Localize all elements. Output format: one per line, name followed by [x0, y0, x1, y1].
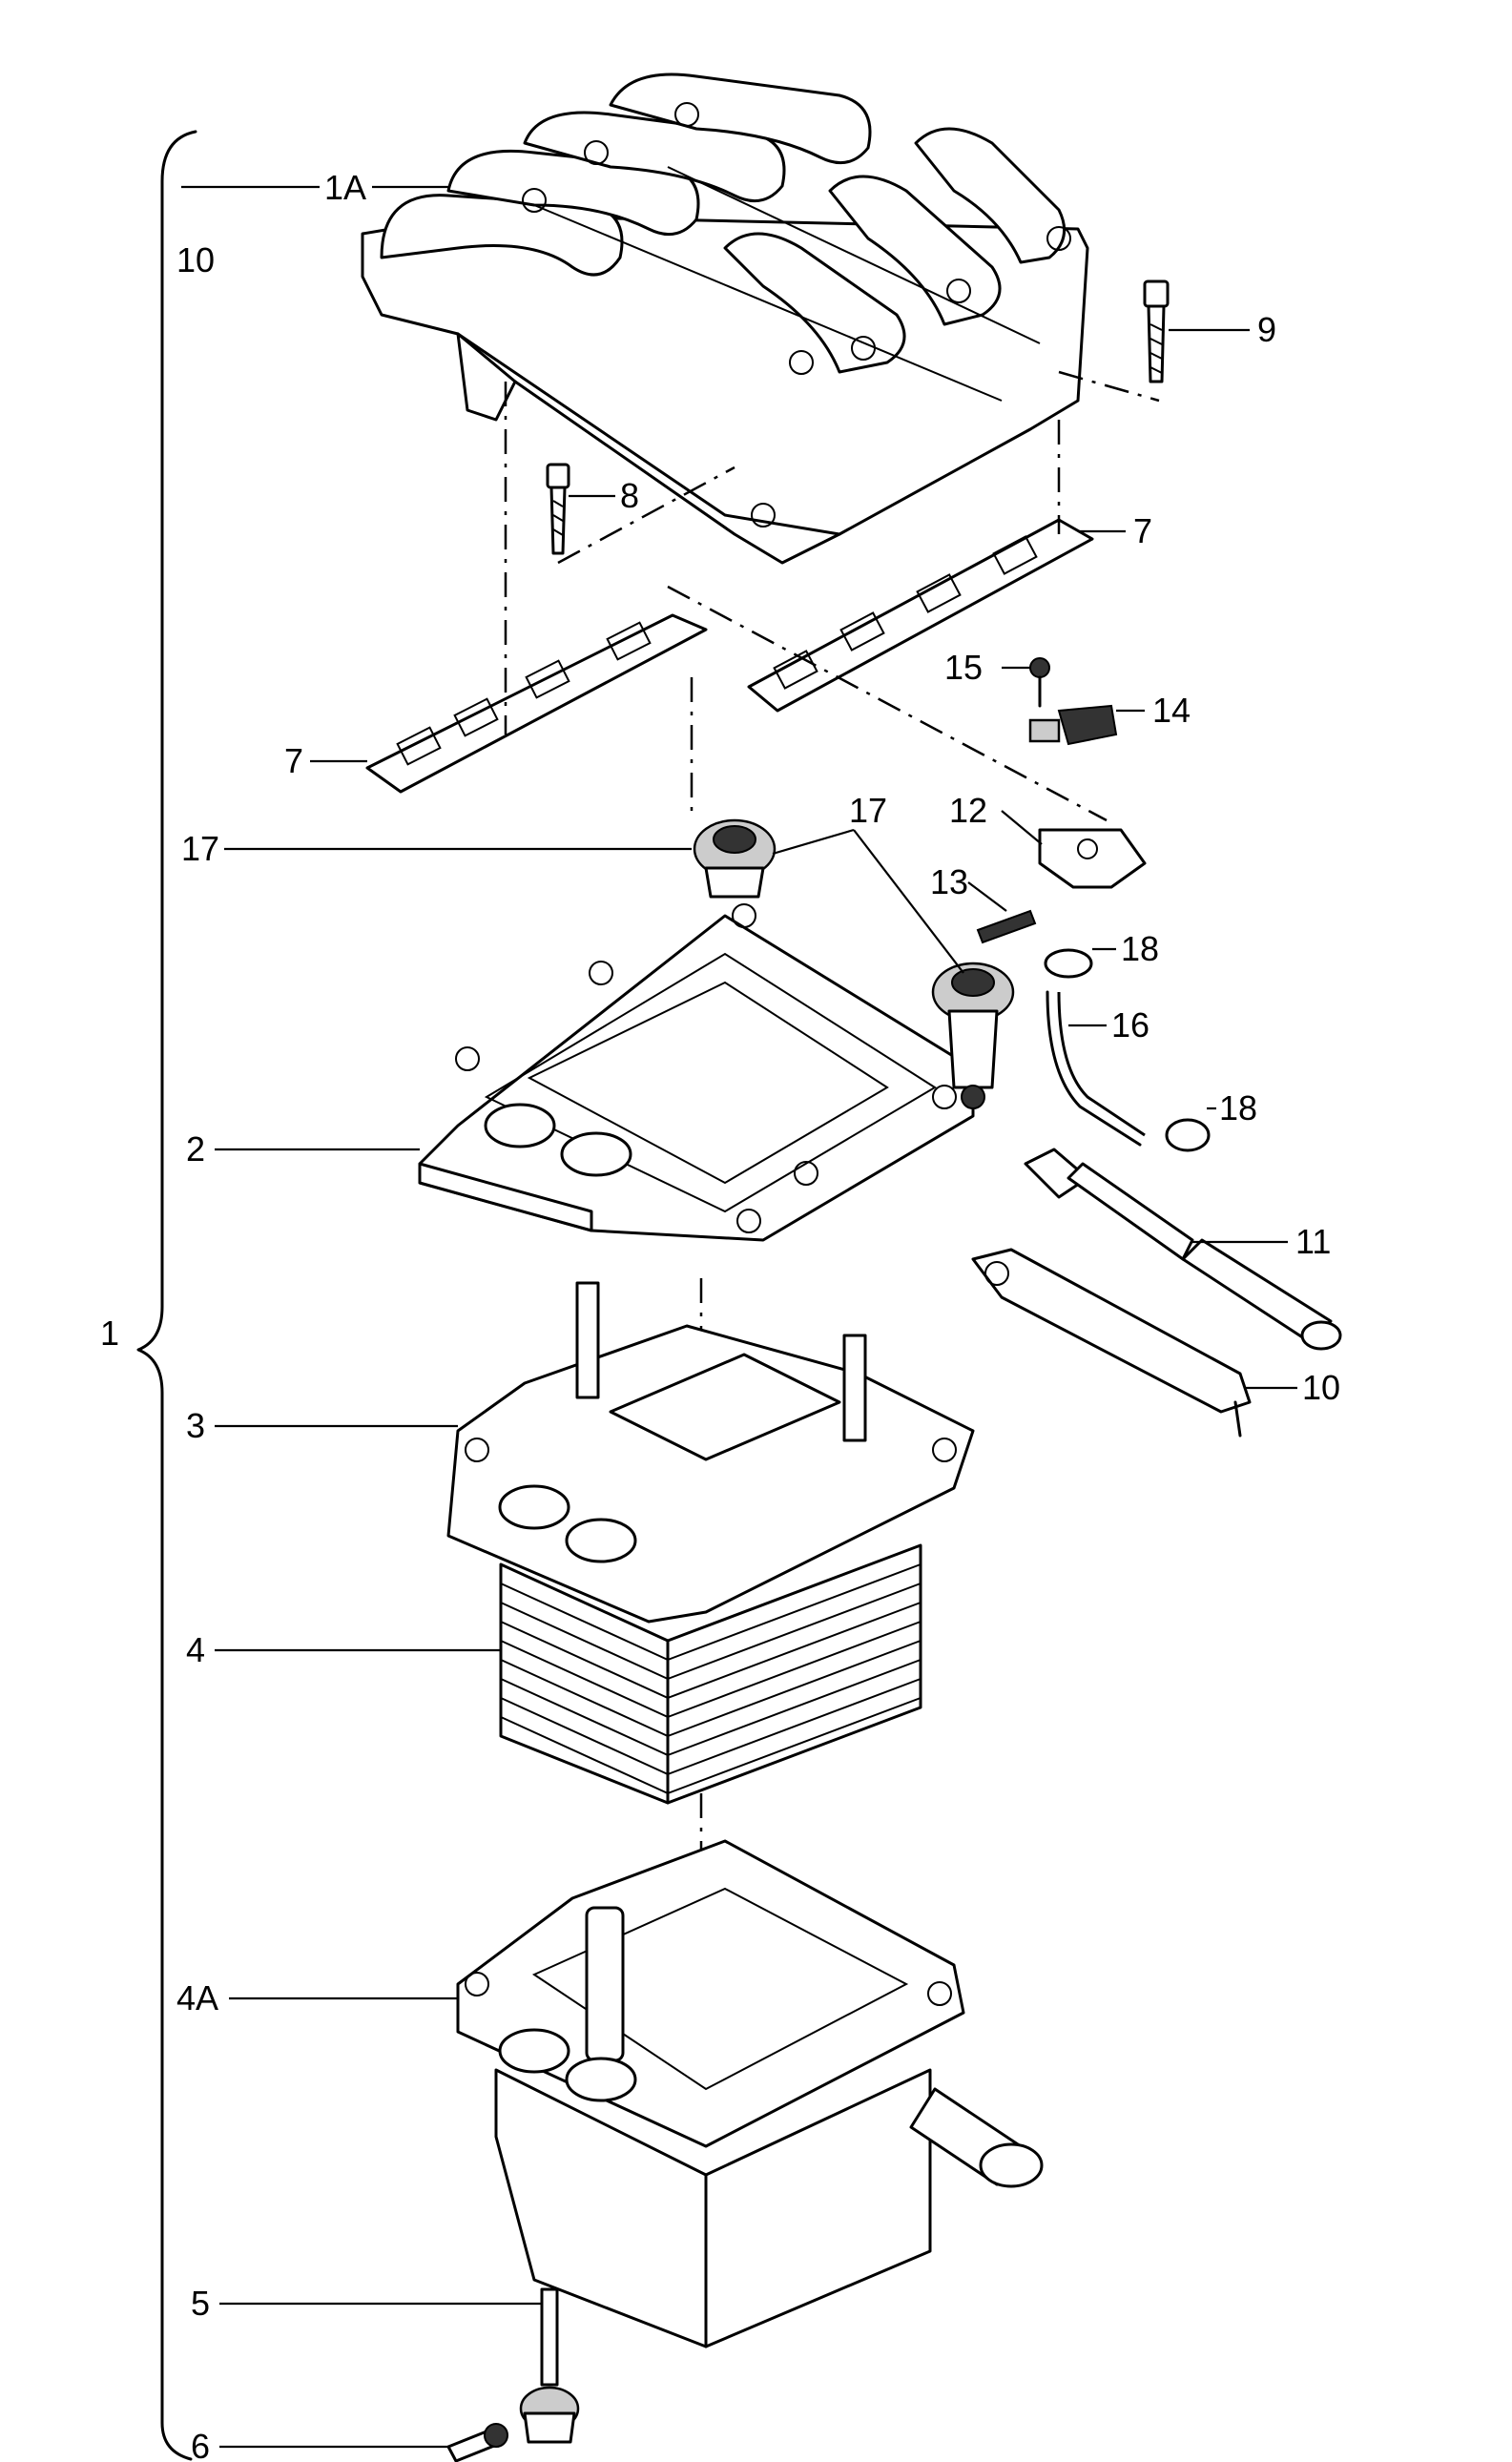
- label-3: 3: [186, 1406, 205, 1445]
- screw-part-6: [446, 2423, 508, 2462]
- label-5: 5: [191, 2284, 210, 2323]
- assembly-brace: [136, 130, 197, 2461]
- label-1a: 1A: [324, 168, 366, 207]
- bracket-part-12: [1038, 828, 1147, 889]
- label-18-bottom: 18: [1219, 1088, 1257, 1128]
- label-1: 1: [100, 1314, 119, 1353]
- alignment-line-bolt9: [1058, 370, 1160, 403]
- label-8: 8: [620, 476, 639, 515]
- gasket-part-7-left: [365, 613, 708, 794]
- label-10: 10: [1302, 1368, 1340, 1407]
- label-4: 4: [186, 1630, 205, 1669]
- valve-part-17-right: [931, 962, 1015, 1109]
- sensor-part-14: [1028, 704, 1118, 746]
- label-13: 13: [930, 862, 968, 901]
- bolt-part-15: [1029, 657, 1050, 708]
- label-18-top: 18: [1121, 929, 1159, 968]
- leader-17-right-b: [853, 829, 964, 974]
- label-11: 11: [1295, 1222, 1331, 1261]
- rail-part-10: [971, 1248, 1252, 1438]
- lower-housing-part: [456, 1839, 1044, 2348]
- drain-plug-part-5: [519, 2287, 580, 2444]
- bolt-part-8: [546, 463, 570, 555]
- leader-13: [967, 881, 1007, 912]
- label-17-right: 17: [849, 791, 887, 830]
- label-12: 12: [949, 791, 987, 830]
- sensor-rod-part-11: [1024, 1148, 1342, 1351]
- leader-12: [1001, 810, 1043, 845]
- leader-17-right-a: [772, 828, 855, 856]
- label-4a: 4A: [176, 1978, 218, 2017]
- hose-part-16: [1046, 990, 1146, 1147]
- intake-manifold-part: [361, 72, 1089, 565]
- label-15: 15: [944, 648, 983, 687]
- bolt-part-13: [976, 909, 1037, 944]
- clamp-part-18-bottom: [1165, 1118, 1211, 1152]
- alignment-line-bolt8: [557, 466, 735, 565]
- label-16: 16: [1111, 1005, 1150, 1045]
- alignment-line-diag: [667, 585, 1108, 822]
- label-7-left: 7: [284, 741, 303, 780]
- label-10-top: 10: [176, 240, 215, 279]
- label-9: 9: [1257, 310, 1276, 349]
- valve-part-17-left: [693, 818, 777, 899]
- label-2: 2: [186, 1129, 205, 1169]
- cooler-cover-part: [418, 903, 975, 1242]
- gasket-part-7-right: [747, 518, 1094, 713]
- label-14: 14: [1152, 691, 1191, 730]
- cooler-top-plate-part: [446, 1281, 975, 1624]
- label-6: 6: [191, 2427, 210, 2462]
- label-17-left: 17: [181, 829, 219, 868]
- label-7-right: 7: [1133, 511, 1152, 550]
- cooler-core-part: [499, 1543, 922, 1805]
- bolt-part-9: [1143, 279, 1170, 383]
- clamp-part-18-top: [1044, 948, 1093, 979]
